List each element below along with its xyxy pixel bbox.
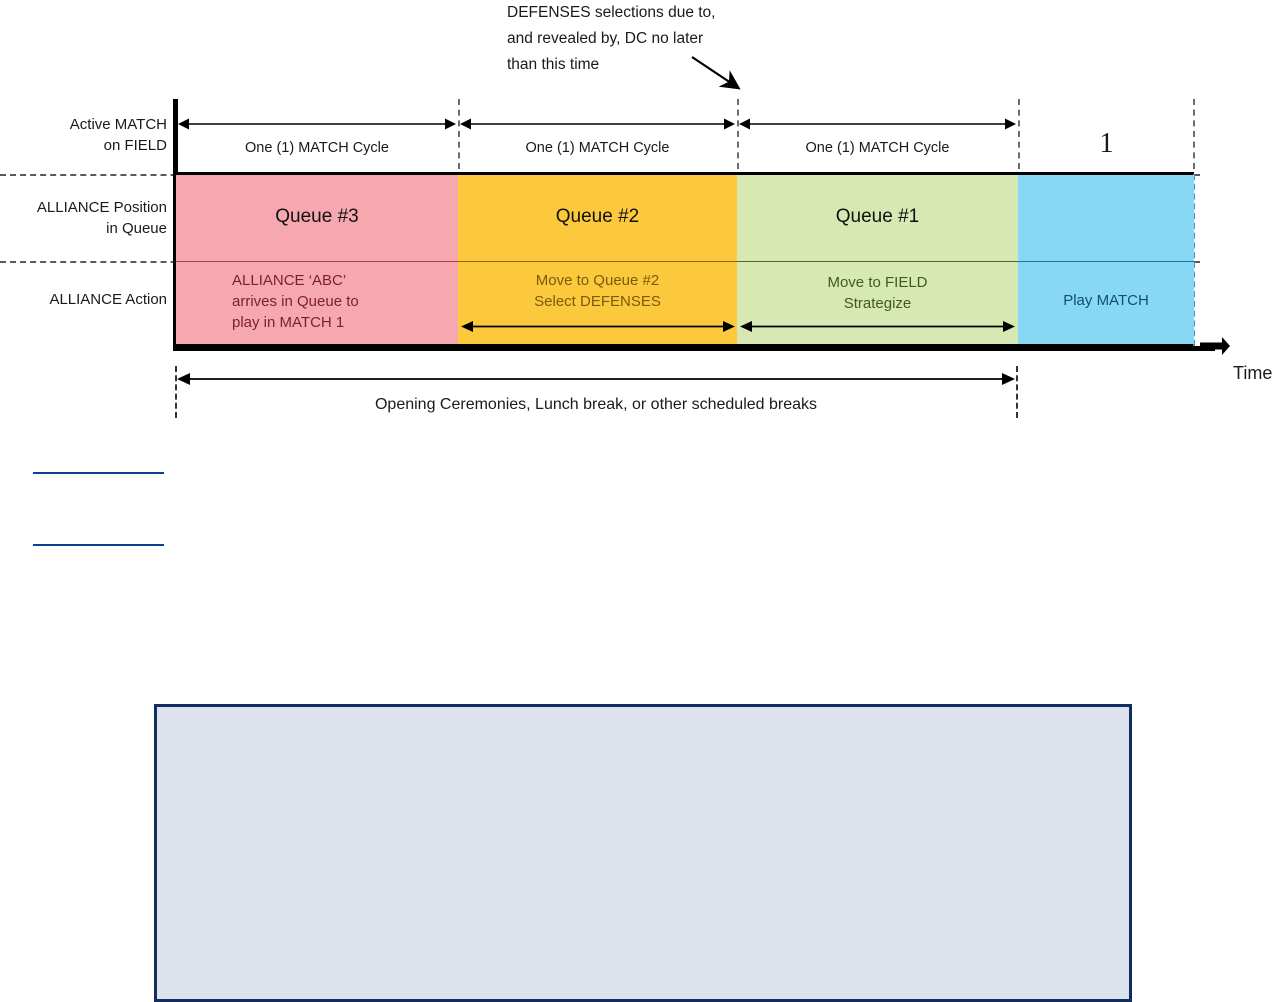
queue-block-1[interactable]: Queue #1 bbox=[737, 175, 1018, 262]
queue-row-top-rule bbox=[176, 172, 1194, 175]
action-row-bottom-rule bbox=[176, 344, 1194, 348]
action-block-1-label: Move to FIELD Strategize bbox=[827, 274, 928, 312]
cycle-divider-1 bbox=[458, 99, 460, 169]
action-block-3-label: ALLIANCE ‘ABC’ arrives in Queue to play … bbox=[232, 272, 359, 331]
active-match-number: 1 bbox=[1099, 128, 1114, 159]
hyperlink-rule-2[interactable] bbox=[33, 544, 164, 546]
bracket-tick-left bbox=[175, 366, 177, 418]
queue-block-playing[interactable] bbox=[1018, 175, 1194, 262]
time-axis-line bbox=[173, 346, 1215, 351]
cycle-arrow-3 bbox=[739, 117, 1016, 131]
queue-block-2-label: Queue #2 bbox=[555, 206, 640, 227]
queue-block-1-label: Queue #1 bbox=[835, 206, 920, 227]
queue-block-3[interactable]: Queue #3 bbox=[176, 175, 458, 262]
action-span-arrow-2 bbox=[461, 320, 735, 333]
cycle-divider-2 bbox=[737, 99, 739, 169]
time-axis-origin-line bbox=[173, 99, 178, 351]
cycle-caption-2: One (1) MATCH Cycle bbox=[525, 140, 670, 156]
defenses-callout-text: DEFENSES selections due to, and revealed… bbox=[507, 4, 716, 73]
time-axis-arrow-icon bbox=[1200, 333, 1230, 363]
cycle-arrow-1 bbox=[178, 117, 456, 131]
action-block-playing[interactable]: Play MATCH bbox=[1018, 262, 1194, 344]
row-label-alliance-action: ALLIANCE Action bbox=[49, 291, 167, 308]
hyperlink-rule-1[interactable] bbox=[33, 472, 164, 474]
action-block-playing-label: Play MATCH bbox=[1063, 292, 1149, 309]
row-label-alliance-position: ALLIANCE Position in Queue bbox=[36, 199, 167, 237]
bracket-caption: Opening Ceremonies, Lunch break, or othe… bbox=[374, 396, 818, 413]
action-block-1[interactable]: Move to FIELD Strategize bbox=[737, 262, 1018, 344]
action-span-arrow-1 bbox=[740, 320, 1015, 333]
action-block-2[interactable]: Move to Queue #2 Select DEFENSES bbox=[458, 262, 737, 344]
action-block-3[interactable]: ALLIANCE ‘ABC’ arrives in Queue to play … bbox=[176, 262, 458, 344]
match-block-right-divider bbox=[1193, 174, 1195, 346]
cycle-caption-1: One (1) MATCH Cycle bbox=[245, 140, 389, 156]
callout-arrow-icon bbox=[690, 55, 750, 95]
cycle-caption-3: One (1) MATCH Cycle bbox=[805, 140, 950, 156]
queue-block-2[interactable]: Queue #2 bbox=[458, 175, 737, 262]
queue-block-3-label: Queue #3 bbox=[275, 206, 359, 227]
cycle-divider-3 bbox=[1018, 99, 1020, 169]
row-label-active-match: Active MATCH on FIELD bbox=[69, 116, 167, 154]
cycle-arrow-2 bbox=[460, 117, 735, 131]
action-block-2-label: Move to Queue #2 Select DEFENSES bbox=[534, 272, 661, 310]
bracket-tick-right bbox=[1016, 366, 1018, 418]
bottom-content-panel bbox=[154, 704, 1132, 1002]
bracket-arrow bbox=[177, 372, 1015, 386]
time-axis-label: Time bbox=[1233, 363, 1273, 383]
cycle-divider-4 bbox=[1193, 99, 1195, 169]
